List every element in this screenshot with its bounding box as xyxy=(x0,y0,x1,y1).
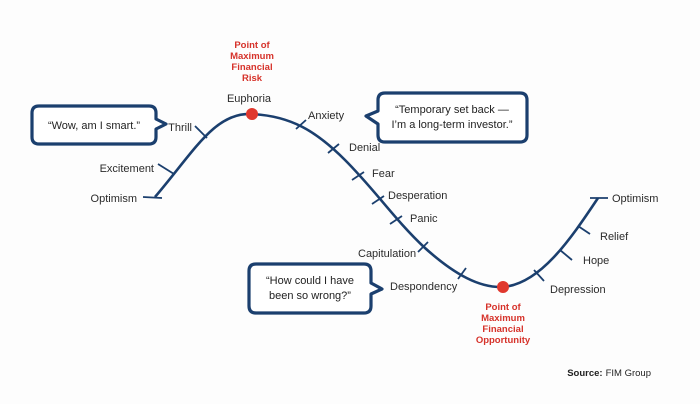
peak-marker xyxy=(246,108,258,120)
tick-despondency xyxy=(457,267,467,280)
tick-thrill xyxy=(194,125,208,139)
speech-bubble-smart-shape xyxy=(30,104,168,146)
trough-caption-line: Financial xyxy=(482,324,523,335)
stage-label-capitulation: Capitulation xyxy=(358,248,416,260)
stage-label-thrill: Thrill xyxy=(168,122,192,134)
stage-label-fear: Fear xyxy=(372,168,395,180)
tick-anxiety xyxy=(295,119,307,130)
tick-denial xyxy=(327,143,340,154)
stage-label-denial: Denial xyxy=(349,142,380,154)
stage-label-depression: Depression xyxy=(550,284,606,296)
tick-relief xyxy=(577,225,591,235)
trough-caption-line: Point of xyxy=(485,302,521,313)
stage-label-anxiety: Anxiety xyxy=(308,110,345,122)
stage-label-hope: Hope xyxy=(583,255,609,267)
emotion-cycle-curve xyxy=(154,112,600,289)
tick-excitement xyxy=(157,163,175,175)
stage-label-euphoria: Euphoria xyxy=(227,93,272,105)
stage-label-optimism-end: Optimism xyxy=(612,193,658,205)
speech-bubble-setback-text: “Temporary set back — xyxy=(395,104,509,116)
source-credit-text: Source: FIM Group xyxy=(567,368,651,379)
tick-fear xyxy=(351,171,365,181)
speech-bubble-wrong-text: been so wrong?” xyxy=(269,290,351,302)
trough-caption-line: Opportunity xyxy=(476,335,531,346)
stage-label-desperation: Desperation xyxy=(388,190,447,202)
tick-capitulation xyxy=(417,241,429,253)
speech-bubble-smart: “Wow, am I smart.” xyxy=(30,104,168,146)
speech-bubble-smart-text: “Wow, am I smart.” xyxy=(48,120,140,132)
source-name: FIM Group xyxy=(606,368,651,379)
stage-label-excitement: Excitement xyxy=(100,163,154,175)
trough-caption-line: Maximum xyxy=(481,313,525,324)
stage-label-despondency: Despondency xyxy=(390,281,458,293)
tick-panic xyxy=(389,215,403,225)
speech-bubble-setback: “Temporary set back — I’m a long-term in… xyxy=(364,91,529,144)
source-credit: Source: FIM Group xyxy=(567,368,651,379)
stage-label-panic: Panic xyxy=(410,213,438,225)
stage-ticks xyxy=(142,119,608,282)
speech-bubble-wrong-shape xyxy=(247,262,384,315)
stage-label-optimism-start: Optimism xyxy=(91,193,137,205)
tick-optimism-start xyxy=(142,196,163,199)
source-prefix: Source: xyxy=(567,368,602,379)
speech-bubble-wrong-text: “How could I have xyxy=(266,275,354,287)
peak-caption: Point of Maximum Financial Risk xyxy=(230,40,274,84)
speech-bubble-setback-shape xyxy=(364,91,529,144)
tick-hope xyxy=(559,249,573,261)
stage-label-relief: Relief xyxy=(600,231,629,243)
tick-desperation xyxy=(371,195,385,205)
speech-bubble-setback-text: I’m a long-term investor.” xyxy=(391,119,512,131)
tick-depression xyxy=(533,269,545,282)
speech-bubble-wrong: “How could I have been so wrong?” xyxy=(247,262,384,315)
peak-caption-line: Risk xyxy=(242,73,263,84)
peak-caption-line: Financial xyxy=(231,62,272,73)
trough-caption: Point of Maximum Financial Opportunity xyxy=(476,302,531,346)
trough-marker xyxy=(497,281,509,293)
peak-caption-line: Point of xyxy=(234,40,270,51)
peak-caption-line: Maximum xyxy=(230,51,274,62)
